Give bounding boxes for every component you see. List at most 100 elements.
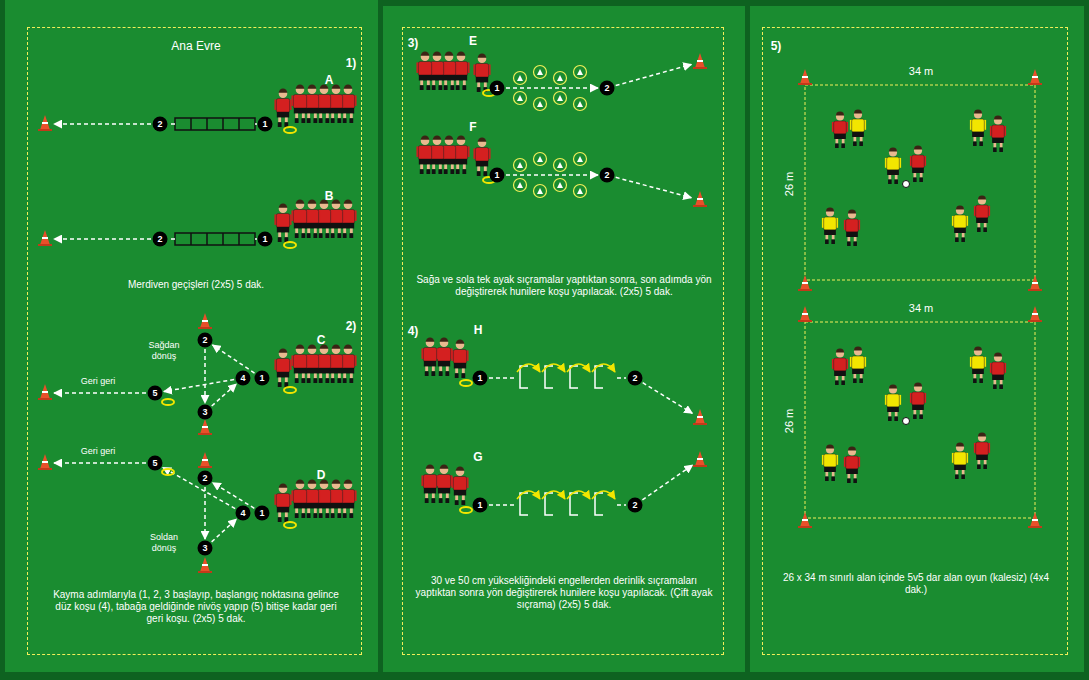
hair	[296, 480, 305, 484]
panel-ground	[750, 6, 1084, 672]
head	[308, 200, 317, 209]
shorts	[330, 503, 342, 509]
sock	[431, 371, 435, 376]
player	[291, 480, 308, 518]
shorts	[834, 371, 846, 376]
cone-base	[198, 433, 212, 435]
sock	[337, 513, 341, 518]
sock	[983, 228, 987, 233]
cone-base	[693, 205, 707, 207]
leg	[439, 81, 442, 86]
head	[445, 52, 454, 61]
leg	[895, 412, 898, 417]
leg	[326, 509, 329, 514]
head	[344, 200, 353, 209]
player	[952, 206, 968, 242]
hop-marker	[554, 179, 567, 192]
sock	[456, 85, 460, 90]
cone	[38, 115, 52, 131]
player	[274, 89, 291, 127]
cone-base	[798, 320, 812, 322]
leg	[319, 374, 322, 379]
shorts	[277, 507, 289, 513]
sock	[426, 169, 430, 174]
head	[456, 467, 465, 476]
sock	[331, 378, 335, 383]
sock	[307, 378, 311, 383]
shirt	[475, 64, 488, 78]
leg	[314, 229, 317, 234]
leg	[956, 233, 959, 238]
callout-number: 1	[473, 498, 488, 513]
sock	[841, 381, 845, 386]
cone	[198, 557, 212, 573]
cone-stripe	[1032, 519, 1038, 521]
sock	[325, 118, 329, 123]
head	[296, 200, 305, 209]
sock	[343, 513, 347, 518]
sock	[455, 373, 459, 378]
hair	[279, 89, 288, 93]
cone-base	[38, 129, 52, 131]
cone	[1028, 275, 1042, 291]
sock	[853, 142, 857, 147]
sock	[955, 238, 959, 243]
player	[970, 110, 986, 146]
sock	[477, 171, 481, 176]
cone-base	[693, 465, 707, 467]
cone-body	[695, 191, 705, 206]
cone-stripe	[202, 459, 208, 461]
shorts	[318, 503, 330, 509]
leg	[456, 81, 459, 86]
cone-base	[1028, 320, 1042, 322]
leg	[307, 229, 310, 234]
drill-text: Merdiven geçişleri (2x5) 5 dak.	[126, 279, 266, 291]
drill-text: Ana Evre	[136, 39, 256, 53]
sock	[847, 242, 851, 247]
drill-text: Geri geri	[68, 376, 128, 387]
leg	[446, 367, 449, 372]
cone	[198, 313, 212, 329]
cone-body	[800, 512, 810, 527]
sock	[455, 500, 459, 505]
leg	[319, 229, 322, 234]
run-arrow	[54, 392, 146, 394]
head	[332, 480, 341, 489]
cone-base	[798, 526, 812, 528]
player	[822, 445, 838, 481]
shorts	[992, 138, 1004, 143]
shorts	[954, 465, 966, 470]
leg	[980, 374, 983, 379]
shirt	[341, 355, 354, 369]
sock	[859, 142, 863, 147]
cone	[798, 69, 812, 85]
hair	[889, 385, 897, 389]
leg	[446, 494, 449, 499]
leg	[832, 472, 835, 477]
callout-number: 1	[255, 371, 270, 386]
leg	[962, 233, 965, 238]
drill-text: Geri geri	[68, 446, 128, 457]
callout-number: 4	[236, 371, 251, 386]
drill-letter: B	[319, 189, 339, 203]
sock	[349, 233, 353, 238]
sock	[319, 233, 323, 238]
shorts	[824, 467, 836, 472]
player	[844, 447, 860, 483]
drill-panel: 3)EFSağa ve sola tek ayak sıçramalar yap…	[402, 27, 724, 655]
jump-arc	[592, 364, 615, 372]
sock	[337, 378, 341, 383]
cone-body	[40, 454, 50, 469]
hop-marker	[534, 66, 547, 79]
shorts	[887, 170, 899, 175]
leg	[427, 165, 430, 170]
shirt	[276, 494, 289, 508]
head	[279, 89, 288, 98]
head	[440, 338, 449, 347]
hair	[440, 338, 449, 342]
cone	[198, 452, 212, 468]
leg	[994, 380, 997, 385]
drill-letter: F	[463, 120, 483, 134]
leg	[285, 513, 288, 518]
shirt	[992, 362, 1005, 376]
